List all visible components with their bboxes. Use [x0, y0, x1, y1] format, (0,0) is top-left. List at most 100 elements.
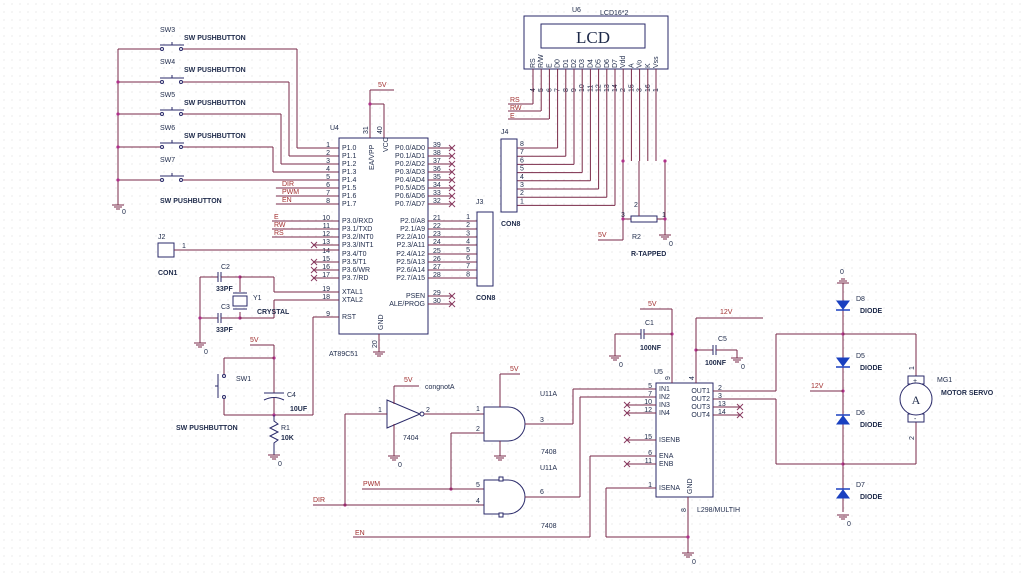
u4-pin-name: P2.0/A8 — [400, 218, 425, 225]
u5-pin-num: 2 — [718, 385, 722, 392]
j3-part: CON8 — [476, 295, 496, 302]
u5-pin-num: 3 — [718, 393, 722, 400]
and2-pin-b: 4 — [476, 498, 480, 505]
j3-pin-num: 1 — [466, 214, 470, 221]
and2-part: 7408 — [541, 523, 557, 530]
no-connect-icon — [736, 411, 744, 419]
lcd-pin-name: Vss — [653, 56, 660, 68]
j4-pin-num: 5 — [520, 166, 524, 173]
u4-pin-name: ALE/PROG — [389, 301, 425, 308]
r2-part: R-TAPPED — [631, 251, 666, 258]
u4-pin-num: 18 — [322, 294, 330, 301]
u5-pin-name: IN3 — [659, 402, 670, 409]
u5-pin-name: OUT4 — [691, 412, 710, 419]
u5-pin-name: OUT3 — [691, 404, 710, 411]
and2-pin-a: 5 — [476, 482, 480, 489]
u4-pin-num: 14 — [322, 248, 330, 255]
u4-pin-name: P3.6/WR — [342, 267, 370, 274]
u4-pin-name: P1.1 — [342, 153, 357, 160]
net-pwm-label: PWM — [282, 189, 299, 196]
ground-icon — [730, 357, 744, 363]
d6-ref: D6 — [856, 410, 865, 417]
ground-label: 0 — [398, 462, 402, 469]
u4-pin-num: 17 — [322, 272, 330, 279]
c1-value: 100NF — [640, 345, 662, 352]
u4-pin-name: P0.7/AD7 — [395, 201, 425, 208]
no-connect-icon — [623, 436, 631, 444]
inverter-7404[interactable]: 5V 0 congnotA 7404 1 2 — [345, 377, 484, 469]
no-connect-icon — [448, 200, 456, 208]
y1-ref: Y1 — [253, 295, 262, 302]
c4-value: 10UF — [290, 406, 308, 413]
j4-pin-num: 6 — [520, 157, 524, 164]
u4-pin-num: 16 — [322, 264, 330, 271]
no-connect-icon — [448, 292, 456, 300]
ground-label: 0 — [741, 364, 745, 371]
d7-ref: D7 — [856, 482, 865, 489]
switch-sw3[interactable]: SW3 SW PUSHBUTTON — [118, 27, 339, 149]
and1-5v-label: 5V — [510, 366, 519, 373]
no-connect-icon — [310, 274, 318, 282]
diode-d8[interactable]: D8 DIODE — [836, 296, 883, 315]
u5-pin-name: IN4 — [659, 410, 670, 417]
u4-pin-num: 25 — [433, 248, 441, 255]
motor-mg1[interactable]: A + - MG1 MOTOR SERVO 1 2 — [899, 366, 994, 440]
crystal-y1[interactable] — [232, 295, 248, 307]
inv-5v-label: 5V — [404, 377, 413, 384]
c5-value: 100NF — [705, 360, 727, 367]
no-connect-icon — [623, 460, 631, 468]
inv-part: 7404 — [403, 435, 419, 442]
u4-pin-num: 33 — [433, 190, 441, 197]
and-gate-1[interactable]: 5V 1 2 3 U11A 7408 — [476, 366, 573, 461]
ground-icon — [387, 455, 401, 461]
sw5-ref: SW5 — [160, 92, 175, 99]
u4-part: AT89C51 — [329, 351, 358, 358]
j4-pin-num: 7 — [520, 149, 524, 156]
u6-part: LCD16*2 — [600, 10, 629, 17]
switch-sw1[interactable] — [215, 374, 226, 399]
and-gate-2[interactable]: 5 4 6 U11A 7408 — [476, 465, 580, 530]
lcd-u6[interactable]: LCD U6 LCD16*2 RS4R/W5E6D07D18D29D310D41… — [517, 7, 669, 206]
no-connect-icon — [448, 160, 456, 168]
u4-pin-name: P0.5/AD5 — [395, 185, 425, 192]
switch-sw6[interactable]: SW6 SW PUSHBUTTON — [116, 125, 339, 173]
u5-pin8: 8 — [681, 508, 688, 512]
net-rw-label: RW — [274, 222, 286, 229]
connector-j2[interactable]: J2 1 CON1 — [157, 234, 339, 277]
ground-label: 0 — [619, 362, 623, 369]
d5-ref: D5 — [856, 353, 865, 360]
switch-sw5[interactable]: SW5 SW PUSHBUTTON — [116, 92, 339, 165]
u4-pin-name: XTAL2 — [342, 297, 363, 304]
u4-pin-name: RST — [342, 314, 357, 321]
no-connect-icon — [448, 192, 456, 200]
diode-d7[interactable]: D7 DIODE — [836, 482, 883, 501]
r2-pin2: 2 — [634, 202, 638, 209]
u5-pin-num: 12 — [644, 407, 652, 414]
r2-pin1: 1 — [662, 212, 666, 219]
ground-icon — [836, 278, 850, 284]
u4-pin-name: P3.5/T1 — [342, 259, 367, 266]
u4-right-pins: 39P0.0/AD038P0.1/AD137P0.2/AD236P0.3/AD3… — [389, 142, 477, 308]
ground-label: 0 — [692, 559, 696, 566]
u4-pin-name: P3.1/TXD — [342, 226, 372, 233]
diode-d5[interactable]: D5 DIODE — [836, 353, 883, 372]
no-connect-icon — [310, 241, 318, 249]
u4-pin31-num: 31 — [363, 126, 370, 134]
u4-pin-name: XTAL1 — [342, 289, 363, 296]
u4-pin-num: 24 — [433, 239, 441, 246]
u4-pin-name: P1.0 — [342, 145, 357, 152]
u5-pin-name: ENB — [659, 461, 674, 468]
sw7-ref: SW7 — [160, 157, 175, 164]
switch-sw7[interactable]: SW7 SW PUSHBUTTON — [116, 157, 339, 205]
diode-d6[interactable]: D6 DIODE — [836, 410, 883, 429]
u4-pin-name: P3.4/T0 — [342, 251, 367, 258]
no-connect-icon — [310, 266, 318, 274]
u4-pin-num: 32 — [433, 198, 441, 205]
potentiometer-r2[interactable]: 5V 0 3 2 1 R2 R-TAPPED — [598, 159, 673, 258]
switch-sw4[interactable]: SW4 SW PUSHBUTTON — [116, 59, 339, 157]
u4-pin-num: 10 — [322, 215, 330, 222]
